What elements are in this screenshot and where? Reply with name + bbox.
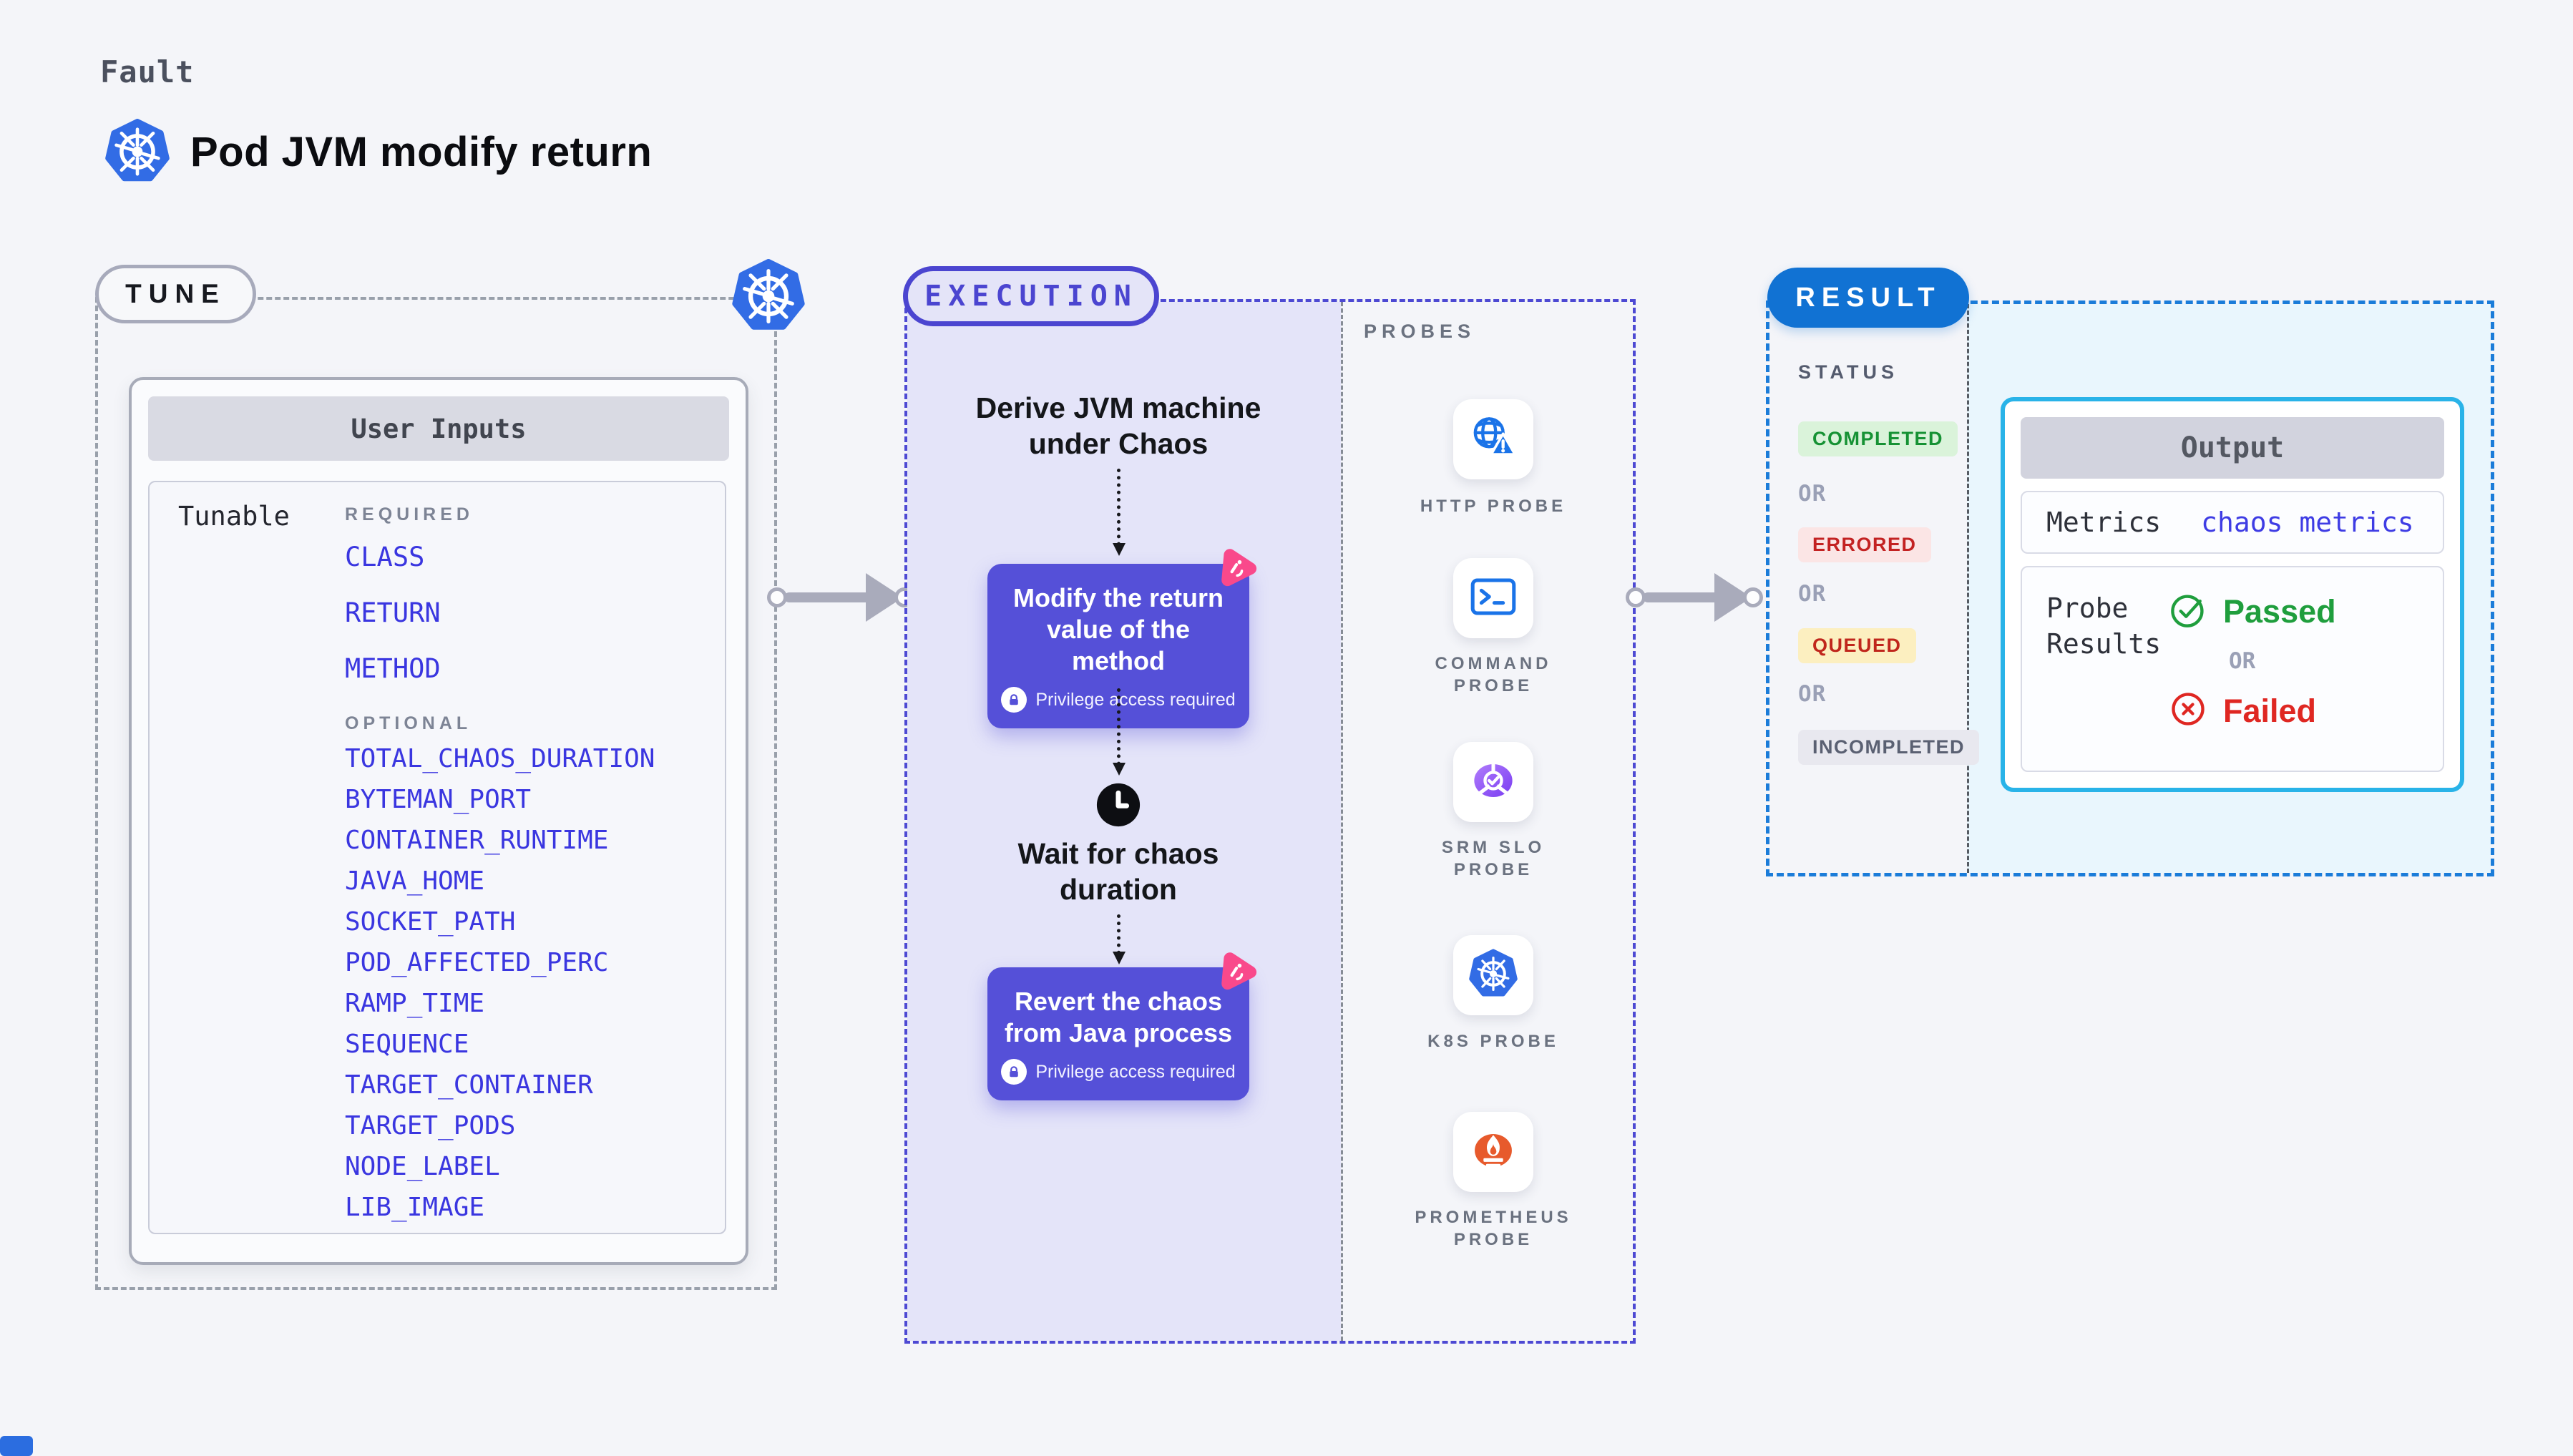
status-badge-completed: COMPLETED: [1798, 421, 1958, 456]
flow-arrow: [767, 572, 914, 623]
or-label: OR: [1798, 481, 1827, 507]
optional-group-label: OPTIONAL: [345, 713, 472, 733]
param-item: RETURN: [345, 597, 441, 628]
probe-name: COMMAND PROBE: [1435, 654, 1552, 695]
params-column: REQUIRED CLASS RETURN METHOD OPTIONAL TO…: [345, 492, 731, 1228]
execution-step-derive: Derive JVM machine under Chaos: [975, 391, 1261, 460]
param-item: SEQUENCE: [345, 1030, 469, 1059]
user-inputs-header: User Inputs: [148, 396, 729, 461]
privilege-text: Privilege access required: [1035, 1061, 1236, 1082]
tunable-label: Tunable: [178, 501, 290, 532]
check-circle-icon: [2169, 590, 2207, 632]
or-label: OR: [1798, 681, 1827, 707]
privilege-badge: Privilege access required: [1001, 687, 1236, 713]
param-item: SOCKET_PATH: [345, 907, 516, 937]
title-row: Pod JVM modify return: [104, 119, 652, 185]
probe-card-command: [1453, 558, 1533, 638]
probes-column-label: PROBES: [1364, 321, 1476, 342]
kubernetes-icon: [731, 259, 806, 333]
required-group-label: REQUIRED: [345, 504, 474, 524]
output-card-header: Output: [2021, 417, 2444, 479]
page-title: Pod JVM modify return: [190, 128, 653, 175]
param-item: TOTAL_CHAOS_DURATION: [345, 744, 655, 773]
privilege-badge: Privilege access required: [1001, 1059, 1236, 1085]
probe-card-http: [1453, 399, 1533, 479]
status-output-divider: [1967, 304, 1969, 873]
lock-icon: [1001, 1059, 1027, 1085]
param-item: TARGET_PODS: [345, 1111, 516, 1140]
tune-section-pill: TUNE: [95, 265, 256, 323]
kubernetes-icon: [104, 119, 170, 185]
prometheus-icon: [1468, 1125, 1519, 1180]
probe-name: PROMETHEUS PROBE: [1415, 1208, 1572, 1249]
execution-section-pill: EXECUTION: [903, 266, 1159, 326]
metrics-value: chaos metrics: [2201, 507, 2414, 538]
status-badge-queued: QUEUED: [1798, 628, 1916, 663]
probe-name: SRM SLO PROBE: [1441, 838, 1546, 879]
status-badge-errored: ERRORED: [1798, 527, 1931, 562]
tune-section-border: [95, 297, 777, 1290]
flow-arrow: [1626, 572, 1763, 623]
param-item: CLASS: [345, 542, 425, 572]
action-box-revert: Revert the chaos from Java process Privi…: [987, 952, 1257, 1100]
probe-card-srm-slo: [1453, 742, 1533, 822]
privilege-text: Privilege access required: [1035, 689, 1236, 710]
chaos-icon: [1212, 544, 1262, 594]
dotted-arrow: [1113, 469, 1126, 556]
param-item: BYTEMAN_PORT: [345, 785, 532, 814]
x-circle-icon: [2169, 690, 2207, 732]
param-item: METHOD: [345, 653, 441, 684]
connector-dot: [1626, 587, 1646, 607]
param-item: LIB_IMAGE: [345, 1193, 485, 1222]
metrics-row: Metrics chaos metrics: [2021, 491, 2444, 554]
connector-dot: [767, 587, 787, 607]
result-section-pill: RESULT: [1767, 268, 1969, 328]
param-item: POD_AFFECTED_PERC: [345, 948, 609, 977]
status-badge-incompleted: INCOMPLETED: [1798, 730, 1980, 765]
dotted-arrow: [1113, 914, 1126, 964]
status-column-label: STATUS: [1798, 361, 1898, 383]
clock-icon: [1095, 782, 1141, 828]
passed-text: Passed: [2223, 592, 2336, 630]
param-item: JAVA_HOME: [345, 866, 485, 896]
param-item: CONTAINER_RUNTIME: [345, 826, 609, 855]
execution-probes-divider: [1341, 302, 1343, 1341]
user-inputs-card: User Inputs Tunable REQUIRED CLASS RETUR…: [129, 377, 748, 1265]
probe-card-k8s: [1453, 935, 1533, 1015]
user-inputs-list: Tunable REQUIRED CLASS RETURN METHOD OPT…: [148, 481, 726, 1234]
param-item: TARGET_CONTAINER: [345, 1070, 593, 1100]
param-item: NODE_LABEL: [345, 1152, 500, 1181]
or-label: OR: [2229, 648, 2256, 674]
failed-text: Failed: [2223, 692, 2317, 729]
probe-card-prometheus: [1453, 1112, 1533, 1192]
lock-icon: [1001, 687, 1027, 713]
chaos-icon: [1212, 947, 1262, 997]
metrics-label: Metrics: [2046, 507, 2162, 538]
failed-line: Failed: [2169, 690, 2336, 732]
kubernetes-icon: [1468, 948, 1519, 1003]
param-item: RAMP_TIME: [345, 989, 485, 1018]
probe-name: K8S PROBE: [1427, 1032, 1559, 1051]
probe-results-values: Passed OR Failed: [2169, 590, 2336, 732]
terminal-icon: [1468, 571, 1519, 626]
connector-dot: [1743, 587, 1763, 607]
action-title: Revert the chaos from Java process: [1004, 987, 1233, 1047]
execution-step-wait: Wait for chaos duration: [1017, 837, 1219, 906]
arrow-line: [784, 592, 883, 602]
probe-results-label: Probe Results: [2046, 592, 2162, 660]
action-title: Modify the return value of the method: [1013, 583, 1224, 675]
output-card: Output Metrics chaos metrics Probe Resul…: [2001, 397, 2464, 792]
slo-donut-icon: [1468, 755, 1519, 810]
or-label: OR: [1798, 581, 1827, 607]
probe-results-row: Probe Results Passed OR: [2021, 566, 2444, 772]
probe-name: HTTP PROBE: [1420, 497, 1567, 516]
cropped-corner-logo: [0, 1436, 33, 1456]
arrow-line: [1643, 592, 1732, 602]
dotted-arrow: [1113, 688, 1126, 776]
passed-line: Passed: [2169, 590, 2336, 632]
fault-eyebrow: Fault: [100, 54, 195, 89]
globe-warning-icon: [1468, 412, 1519, 467]
